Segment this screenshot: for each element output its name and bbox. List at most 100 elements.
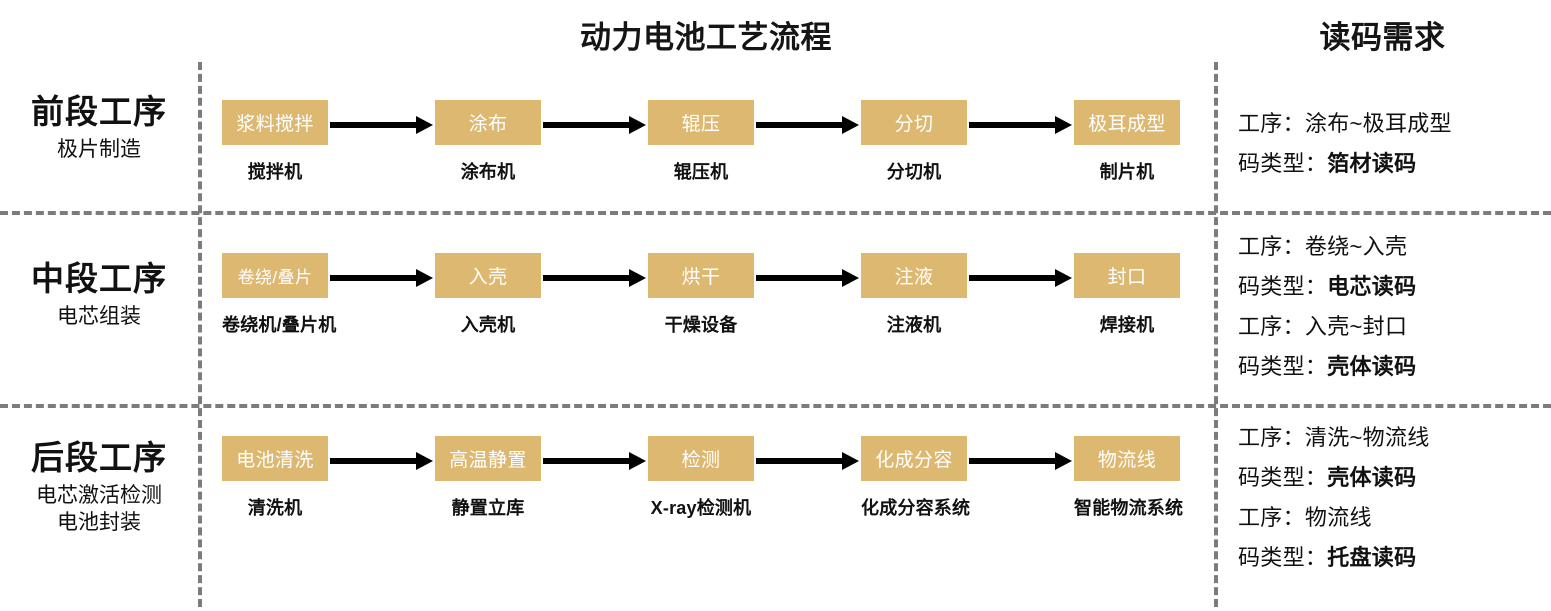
process-node-box[interactable]: 涂布 bbox=[435, 100, 541, 145]
code-reading-demand-title: 读码需求 bbox=[1319, 20, 1446, 55]
requirement-value: 壳体读码 bbox=[1327, 465, 1417, 490]
process-node-caption: 制片机 bbox=[1099, 162, 1155, 182]
flow-arrow-head bbox=[1055, 116, 1072, 134]
process-node[interactable]: 卷绕/叠片卷绕机/叠片机 bbox=[222, 253, 337, 337]
process-node-box[interactable]: 浆料搅拌 bbox=[222, 100, 328, 145]
flow-arrow-head bbox=[416, 116, 433, 134]
process-node-box[interactable]: 入壳 bbox=[435, 253, 541, 298]
process-node[interactable]: 化成分容化成分容系统 bbox=[861, 436, 970, 520]
process-node-caption: 搅拌机 bbox=[247, 162, 303, 182]
process-node-caption: X-ray检测机 bbox=[650, 498, 752, 518]
process-range-line: 工序：清洗~物流线 bbox=[1238, 418, 1538, 458]
code-type-line: 码类型：壳体读码 bbox=[1238, 458, 1538, 498]
process-node[interactable]: 涂布涂布机 bbox=[435, 100, 541, 184]
code-type-line: 码类型：壳体读码 bbox=[1238, 347, 1538, 387]
stage-subtitle: 极片制造 bbox=[0, 136, 198, 163]
flow-arrow-shaft bbox=[543, 275, 630, 281]
flow-arrow-icon bbox=[969, 452, 1072, 470]
process-node-caption: 卷绕机/叠片机 bbox=[222, 315, 337, 335]
process-range-line: 工序：卷绕~入壳 bbox=[1238, 227, 1538, 267]
stage-subtitle-line: 电芯激活检测 bbox=[36, 483, 162, 507]
stage-title: 中段工序 bbox=[31, 260, 167, 297]
requirement-label: 工序： bbox=[1238, 111, 1305, 136]
stage-subtitle-line: 极片制造 bbox=[57, 137, 141, 161]
process-node-box[interactable]: 封口 bbox=[1074, 253, 1180, 298]
flow-arrow-shaft bbox=[330, 275, 417, 281]
requirement-label: 码类型： bbox=[1238, 274, 1328, 299]
process-node[interactable]: 电池清洗清洗机 bbox=[222, 436, 328, 520]
process-node-caption: 清洗机 bbox=[247, 498, 303, 518]
process-node[interactable]: 检测 X-ray检测机 bbox=[648, 436, 754, 520]
flow-arrow-icon bbox=[756, 116, 859, 134]
stage-title: 前段工序 bbox=[31, 93, 167, 130]
flow-arrow-shaft bbox=[543, 122, 630, 128]
stage-row-middle: 中段工序电芯组装 卷绕/叠片卷绕机/叠片机 入壳入壳机 烘干干燥设备 注液注液机 封口焊接… bbox=[0, 215, 1551, 404]
process-node-box[interactable]: 物流线 bbox=[1074, 436, 1180, 481]
process-node-box[interactable]: 卷绕/叠片 bbox=[222, 253, 328, 298]
flow-arrow-shaft bbox=[330, 458, 417, 464]
stage-subtitle: 电芯组装 bbox=[0, 303, 198, 330]
flow-arrow-icon bbox=[330, 269, 433, 287]
process-node-box[interactable]: 辊压 bbox=[648, 100, 754, 145]
process-node-box[interactable]: 烘干 bbox=[648, 253, 754, 298]
process-node[interactable]: 封口焊接机 bbox=[1074, 253, 1180, 337]
process-node-box[interactable]: 高温静置 bbox=[435, 436, 541, 481]
process-node[interactable]: 入壳入壳机 bbox=[435, 253, 541, 337]
process-node-caption: 分切机 bbox=[886, 162, 942, 182]
horizontal-divider-1 bbox=[0, 211, 1551, 215]
flow-arrow-icon bbox=[330, 116, 433, 134]
code-type-line: 码类型：托盘读码 bbox=[1238, 538, 1538, 578]
process-node-caption: 辊压机 bbox=[673, 162, 729, 182]
flow-arrow-shaft bbox=[969, 458, 1056, 464]
flow-arrow-shaft bbox=[969, 275, 1056, 281]
flow-arrow-icon bbox=[969, 116, 1072, 134]
flow-arrow-head bbox=[629, 269, 646, 287]
process-node-caption: 涂布机 bbox=[460, 162, 516, 182]
stage-subtitle-line: 电池封装 bbox=[57, 511, 141, 535]
flow-arrow-icon bbox=[969, 269, 1072, 287]
flow-arrow-head bbox=[416, 269, 433, 287]
process-node-box[interactable]: 极耳成型 bbox=[1074, 100, 1180, 145]
process-node[interactable]: 辊压辊压机 bbox=[648, 100, 754, 184]
code-requirement-group: 工序：清洗~物流线码类型：壳体读码工序：物流线码类型：托盘读码 bbox=[1238, 418, 1538, 578]
process-node-box[interactable]: 电池清洗 bbox=[222, 436, 328, 481]
requirement-label: 工序： bbox=[1238, 425, 1305, 450]
flow-arrow-icon bbox=[330, 452, 433, 470]
vertical-divider-right bbox=[1214, 62, 1218, 607]
process-node-box[interactable]: 化成分容 bbox=[861, 436, 967, 481]
flow-arrow-icon bbox=[756, 269, 859, 287]
flow-arrow-head bbox=[1055, 452, 1072, 470]
stage-subtitle-line: 电芯组装 bbox=[57, 304, 141, 328]
flow-arrow-head bbox=[842, 269, 859, 287]
process-node[interactable]: 极耳成型制片机 bbox=[1074, 100, 1180, 184]
stage-row-front: 前段工序极片制造浆料搅拌搅拌机涂布涂布机辊压辊压机分切分切机极耳成型制片机工序：… bbox=[0, 62, 1551, 211]
code-requirement-group: 工序：涂布~极耳成型码类型：箔材读码 bbox=[1238, 104, 1538, 184]
process-node-box[interactable]: 分切 bbox=[861, 100, 967, 145]
requirement-label: 码类型： bbox=[1238, 465, 1328, 490]
flow-arrow-icon bbox=[543, 452, 646, 470]
process-range-line: 工序：入壳~封口 bbox=[1238, 307, 1538, 347]
process-node[interactable]: 注液注液机 bbox=[861, 253, 967, 337]
requirement-label: 工序： bbox=[1238, 234, 1305, 259]
stage-subtitle: 电芯激活检测电池封装 bbox=[0, 482, 198, 537]
process-range-line: 工序：物流线 bbox=[1238, 498, 1538, 538]
flow-arrow-shaft bbox=[756, 122, 843, 128]
flow-arrow-shaft bbox=[756, 458, 843, 464]
process-node[interactable]: 物流线智能物流系统 bbox=[1074, 436, 1183, 520]
process-node-caption: 注液机 bbox=[886, 315, 942, 335]
flow-arrow-head bbox=[416, 452, 433, 470]
requirement-value: 入壳~封口 bbox=[1304, 314, 1408, 339]
process-node[interactable]: 烘干干燥设备 bbox=[648, 253, 754, 337]
process-node-box[interactable]: 注液 bbox=[861, 253, 967, 298]
process-node[interactable]: 分切分切机 bbox=[861, 100, 967, 184]
flow-arrow-shaft bbox=[330, 122, 417, 128]
code-type-line: 码类型：箔材读码 bbox=[1238, 144, 1538, 184]
process-node[interactable]: 高温静置静置立库 bbox=[435, 436, 541, 520]
process-node-box[interactable]: 检测 bbox=[648, 436, 754, 481]
process-node[interactable]: 浆料搅拌搅拌机 bbox=[222, 100, 328, 184]
process-node-caption: 焊接机 bbox=[1099, 315, 1155, 335]
stage-label: 前段工序极片制造 bbox=[0, 93, 198, 163]
flow-arrow-shaft bbox=[969, 122, 1056, 128]
requirement-value: 箔材读码 bbox=[1327, 151, 1417, 176]
